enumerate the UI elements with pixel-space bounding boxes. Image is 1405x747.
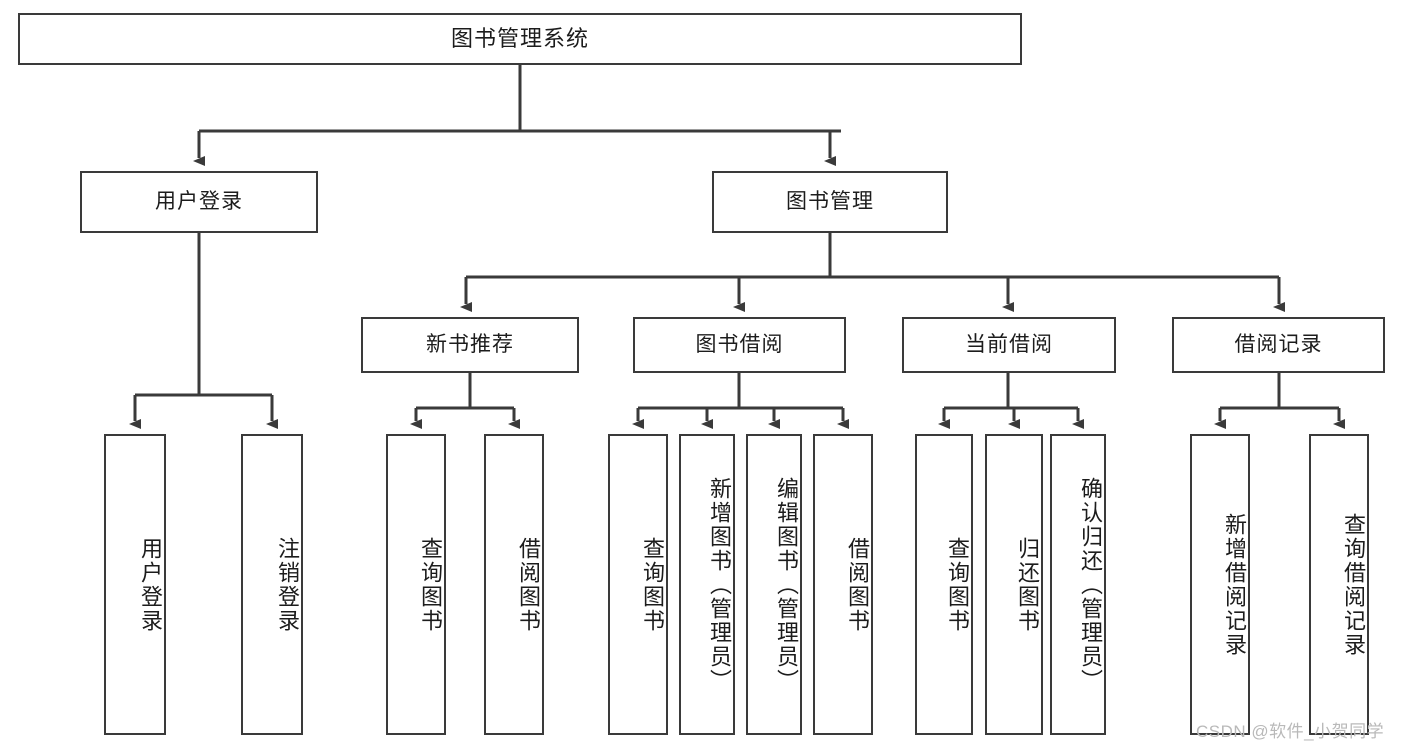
node-label: 查询图书 <box>640 536 665 633</box>
node-label: 用户登录 <box>138 536 163 633</box>
node-leaf-query-borrow-record[interactable]: 查询借阅记录 <box>1309 434 1369 735</box>
node-leaf-add-book-admin[interactable]: 新增图书（管理员） <box>679 434 735 735</box>
csdn-watermark: CSDN @软件_小贺同学 <box>1196 722 1385 741</box>
node-label: 查询图书 <box>418 536 443 633</box>
node-label: 新增图书（管理员） <box>707 476 732 693</box>
node-label: 借阅图书 <box>516 536 541 633</box>
node-label: 查询图书 <box>945 536 970 633</box>
node-root[interactable]: 图书管理系统 <box>18 13 1022 65</box>
node-leaf-user-login[interactable]: 用户登录 <box>104 434 166 735</box>
node-root-label: 图书管理系统 <box>450 25 589 51</box>
node-label: 新书推荐 <box>426 333 514 357</box>
node-level2-book-management[interactable]: 图书管理 <box>712 171 948 233</box>
node-leaf-confirm-return-admin[interactable]: 确认归还（管理员） <box>1050 434 1106 735</box>
node-label: 归还图书 <box>1015 536 1040 633</box>
node-leaf-return-book[interactable]: 归还图书 <box>985 434 1043 735</box>
node-leaf-query-book-recommend[interactable]: 查询图书 <box>386 434 446 735</box>
node-level2-user-login[interactable]: 用户登录 <box>80 171 318 233</box>
node-label: 确认归还（管理员） <box>1078 476 1103 693</box>
node-leaf-edit-book-admin[interactable]: 编辑图书（管理员） <box>746 434 802 735</box>
node-label: 新增借阅记录 <box>1222 512 1247 657</box>
node-leaf-borrow-book-recommend[interactable]: 借阅图书 <box>484 434 544 735</box>
node-level3-current-borrow[interactable]: 当前借阅 <box>902 317 1116 373</box>
node-label: 借阅图书 <box>845 536 870 633</box>
node-label: 注销登录 <box>275 536 300 633</box>
node-level3-book-borrow[interactable]: 图书借阅 <box>633 317 846 373</box>
node-leaf-borrow-book[interactable]: 借阅图书 <box>813 434 873 735</box>
node-leaf-query-book-current[interactable]: 查询图书 <box>915 434 973 735</box>
node-label: 编辑图书（管理员） <box>774 476 799 693</box>
node-label: 查询借阅记录 <box>1341 512 1366 657</box>
node-label: 借阅记录 <box>1234 333 1323 357</box>
node-leaf-add-borrow-record[interactable]: 新增借阅记录 <box>1190 434 1250 735</box>
node-label: 图书管理 <box>786 190 874 214</box>
node-level3-new-book-recommend[interactable]: 新书推荐 <box>361 317 579 373</box>
node-label: 当前借阅 <box>965 333 1053 357</box>
node-leaf-logout[interactable]: 注销登录 <box>241 434 303 735</box>
node-leaf-query-book-borrow[interactable]: 查询图书 <box>608 434 668 735</box>
node-label: 用户登录 <box>155 190 243 214</box>
node-label: 图书借阅 <box>695 333 784 357</box>
node-level3-borrow-records[interactable]: 借阅记录 <box>1172 317 1385 373</box>
